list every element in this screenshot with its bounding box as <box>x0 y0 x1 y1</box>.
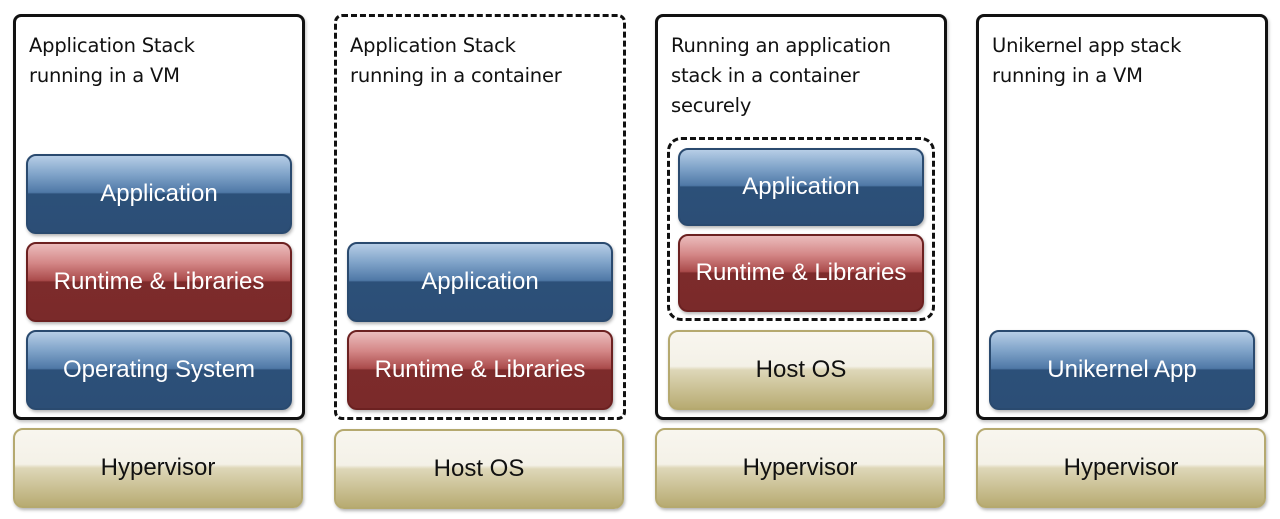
application-layer: Application <box>26 154 292 234</box>
runtime-libraries-layer: Runtime & Libraries <box>26 242 292 322</box>
container-boundary-3: Application Runtime & Libraries <box>667 137 935 321</box>
vm-boundary-3: Running an application stack in a contai… <box>655 14 947 420</box>
application-layer: Application <box>678 148 924 226</box>
vm-boundary-4: Unikernel app stack running in a VM Unik… <box>976 14 1268 420</box>
application-layer: Application <box>347 242 613 322</box>
column-title-4: Unikernel app stack running in a VM <box>992 34 1182 87</box>
hypervisor-base-1: Hypervisor <box>13 428 303 508</box>
column-title-3: Running an application stack in a contai… <box>671 34 891 117</box>
column-title-2: Application Stack running in a container <box>350 34 562 87</box>
container-boundary-2: Application Stack running in a container… <box>334 14 626 420</box>
operating-system-layer: Operating System <box>26 330 292 410</box>
host-os-layer: Host OS <box>668 330 934 410</box>
column-title-1: Application Stack running in a VM <box>29 34 195 87</box>
hypervisor-base-4: Hypervisor <box>976 428 1266 508</box>
vm-boundary-1: Application Stack running in a VM Applic… <box>13 14 305 420</box>
unikernel-app-layer: Unikernel App <box>989 330 1255 410</box>
runtime-libraries-layer: Runtime & Libraries <box>678 234 924 312</box>
hypervisor-base-3: Hypervisor <box>655 428 945 508</box>
host-os-base-2: Host OS <box>334 429 624 509</box>
runtime-libraries-layer: Runtime & Libraries <box>347 330 613 410</box>
